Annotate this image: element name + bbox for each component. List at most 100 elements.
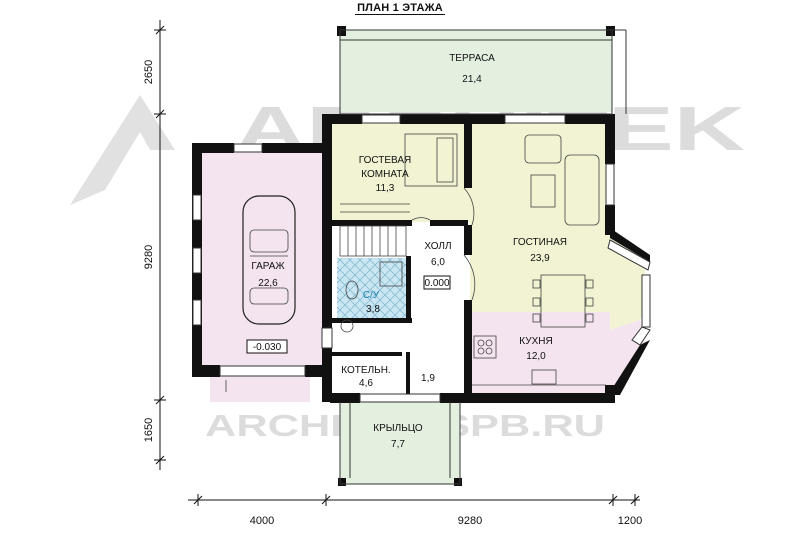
- door-opening: [321, 327, 333, 349]
- kitchen-name: КУХНЯ: [519, 336, 552, 347]
- south-wall-a: [330, 393, 360, 403]
- window: [361, 114, 401, 124]
- plan-title-text: ПЛАН 1 ЭТАЖА: [355, 2, 445, 15]
- north-wall-b: [400, 114, 505, 124]
- door-swing: [411, 217, 431, 221]
- north-wall-a: [322, 114, 362, 124]
- hall-area-value: 6,0: [431, 257, 445, 268]
- terrace-post-ne: [606, 26, 615, 36]
- car-icon: [242, 195, 296, 325]
- terrace-outline: [339, 29, 627, 485]
- east-wall-a: [605, 114, 615, 164]
- porch-post-sw: [338, 478, 346, 486]
- shower-icon: [379, 261, 403, 287]
- garage-door: [219, 365, 306, 377]
- hall-level: 0.000: [424, 278, 449, 289]
- inner-wall-bath-south: [332, 318, 412, 323]
- dining-table-icon: [540, 274, 586, 328]
- dim-left-3: 1650: [143, 418, 155, 442]
- dim-left-2: 9280: [143, 245, 155, 269]
- guest-room-area-value: 11,3: [376, 183, 395, 194]
- guest-room-name-2: КОМНАТА: [361, 169, 409, 180]
- window: [605, 163, 615, 206]
- kitchen-area-value: 12,0: [526, 351, 546, 362]
- kitchen-area: [470, 312, 610, 394]
- door-opening: [359, 393, 441, 403]
- porch-area-value: 7,7: [391, 439, 405, 450]
- living-room-name: ГОСТИНАЯ: [513, 237, 567, 248]
- garage-level: -0.030: [253, 342, 282, 353]
- inner-wall-guest-living: [464, 118, 472, 188]
- sink-icon: [531, 369, 557, 385]
- terrace-name: ТЕРРАСА: [449, 53, 495, 64]
- window: [192, 299, 202, 326]
- living-room-area-value: 23,9: [530, 253, 550, 264]
- porch-area: [340, 402, 460, 484]
- bathroom-name: С/У: [363, 290, 380, 301]
- inner-wall-bath-east: [406, 256, 411, 323]
- bay-wall-n: [610, 228, 650, 262]
- window: [192, 194, 202, 221]
- boiler-room-name: КОТЕЛЬН.: [341, 365, 390, 376]
- plan-title: ПЛАН 1 ЭТАЖА: [0, 2, 800, 15]
- hall-name: ХОЛЛ: [424, 241, 451, 252]
- porch-name: КРЫЛЬЦО: [373, 423, 423, 434]
- inner-wall-vestibule: [406, 352, 410, 397]
- window: [233, 143, 263, 153]
- bay-wall-s: [608, 340, 650, 395]
- inner-wall-kitchen: [464, 300, 472, 395]
- bay-window: [631, 326, 651, 346]
- garage-name: ГАРАЖ: [251, 261, 285, 272]
- garage-area: [200, 150, 328, 370]
- pillow-icon: [436, 137, 454, 183]
- east-wall-b: [605, 205, 615, 235]
- south-wall-b: [440, 393, 615, 403]
- dim-bottom-1: 4000: [250, 515, 274, 527]
- dimension-lines: [154, 20, 640, 506]
- porch-post-se: [454, 478, 462, 486]
- walls: [192, 26, 650, 486]
- garage-wall-north-a: [192, 143, 234, 153]
- coffee-table-icon: [530, 174, 556, 208]
- dim-bottom-2: 9280: [458, 515, 482, 527]
- armchair-icon: [524, 134, 562, 164]
- garage-wall-south-a: [192, 365, 220, 377]
- window: [192, 247, 202, 274]
- garage-area-value: 22,6: [258, 278, 278, 289]
- dimension-labels: 4000 9280 1200 2650 9280 1650: [143, 60, 642, 527]
- dim-bottom-3: 1200: [618, 515, 642, 527]
- window: [504, 114, 566, 124]
- door-swing: [463, 254, 476, 301]
- stove-icon: [473, 335, 497, 359]
- level-box-hall: [423, 275, 451, 290]
- toilet-icon: [345, 280, 359, 300]
- inner-wall-guest-south-a: [332, 220, 412, 226]
- terrace-post-nw: [337, 26, 346, 36]
- fixtures: [225, 133, 606, 392]
- boiler-icon: [340, 319, 354, 333]
- inner-wall-guest-south-b: [430, 220, 468, 226]
- bathroom-area-value: 3,8: [366, 304, 380, 315]
- vestibule-area-value: 1,9: [421, 373, 435, 384]
- boiler-room-area-value: 4,6: [359, 378, 373, 389]
- guest-room-name-1: ГОСТЕВАЯ: [359, 155, 412, 166]
- inner-wall-boiler-north: [332, 352, 402, 356]
- level-box-garage: [246, 339, 288, 354]
- terrace-area: [340, 30, 612, 112]
- garage-wall-east: [322, 118, 332, 328]
- sofa-icon: [564, 154, 600, 226]
- room-labels: ТЕРРАСА 21,4 ГОСТЕВАЯ КОМНАТА 11,3 ГАРАЖ…: [251, 53, 567, 450]
- bay-window: [607, 239, 651, 271]
- staircase: [339, 203, 410, 257]
- guest-room-area: [327, 122, 470, 222]
- level-marks: [246, 275, 451, 354]
- bay-window: [641, 274, 651, 328]
- bathroom-tiles: [337, 258, 409, 318]
- inner-wall-living-hall: [464, 225, 472, 255]
- garage-wall-south-b: [305, 365, 332, 377]
- terrace-area-value: 21,4: [462, 74, 482, 85]
- north-wall-c: [565, 114, 615, 124]
- windows: [192, 114, 651, 403]
